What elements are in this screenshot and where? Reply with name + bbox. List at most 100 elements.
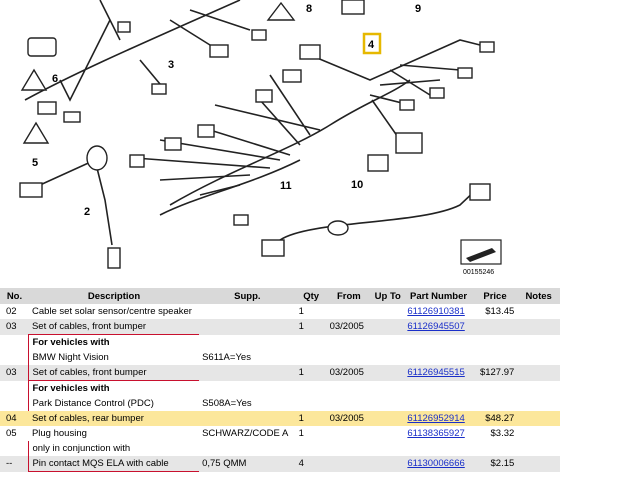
- cell-no: [0, 396, 29, 411]
- col-description: Description: [28, 288, 200, 304]
- parts-diagram: 2 3 4 5 6 8 9 10 11 00155246: [19, 0, 502, 276]
- connector: [395, 132, 423, 154]
- part-number-link[interactable]: 61126910381: [407, 306, 465, 317]
- cell-qty: 1: [295, 365, 327, 381]
- connector: [209, 44, 229, 58]
- connector: [255, 89, 273, 103]
- cell-notes: [517, 441, 560, 456]
- cell-supp: [199, 304, 296, 319]
- cell-supp: 0,75 QMM: [199, 456, 296, 472]
- cell-no: 04: [0, 411, 29, 426]
- cell-desc: BMW Night Vision: [28, 350, 200, 365]
- col-from: From: [326, 288, 372, 304]
- cell-upto: [371, 426, 404, 441]
- cell-from: 03/2005: [326, 365, 372, 381]
- connector: [117, 21, 131, 33]
- cell-qty: 4: [295, 456, 327, 472]
- part-number-link[interactable]: 61126945515: [407, 367, 465, 379]
- cell-upto: [371, 335, 404, 351]
- connector: [341, 0, 365, 15]
- cell-no: 03: [0, 319, 29, 335]
- connector: [429, 87, 445, 99]
- cell-qty: 1: [295, 319, 327, 335]
- cell-no: [0, 381, 29, 397]
- table-header-row: No. Description Supp. Qty From Up To Par…: [0, 288, 560, 304]
- cell-from: [327, 426, 372, 441]
- cell-pn: [404, 335, 472, 351]
- table-row: For vehicles with: [0, 334, 560, 351]
- connector: [37, 101, 57, 115]
- cell-notes: [517, 396, 560, 411]
- cell-price: [473, 396, 518, 411]
- col-price: Price: [472, 288, 518, 304]
- cell-qty: [296, 350, 327, 365]
- cell-upto: [371, 381, 404, 397]
- grommet: [327, 220, 349, 236]
- cell-upto: [371, 365, 405, 381]
- cell-pn[interactable]: 61130006666: [404, 456, 473, 472]
- connector: [299, 44, 321, 60]
- cell-upto: [371, 441, 404, 456]
- part-number-link[interactable]: 61126945507: [407, 321, 465, 333]
- cell-desc: Set of cables, front bumper: [28, 365, 200, 381]
- cell-upto: [371, 411, 405, 426]
- cell-no: 03: [0, 365, 29, 381]
- connector: [479, 41, 495, 53]
- cell-pn[interactable]: 61126945515: [404, 365, 473, 381]
- cell-notes: [517, 335, 560, 351]
- cell-price: $2.15: [472, 456, 518, 472]
- connector: [367, 154, 389, 172]
- cell-notes: [517, 365, 560, 381]
- connector: [197, 124, 215, 138]
- cell-price: [473, 350, 518, 365]
- cell-notes: [517, 381, 560, 397]
- cell-price: [473, 381, 518, 397]
- cell-qty: [296, 441, 327, 456]
- connector: [151, 83, 167, 95]
- cell-from: [327, 335, 372, 351]
- cell-supp: S508A=Yes: [202, 398, 252, 409]
- part-number-link[interactable]: 61126952914: [407, 413, 465, 424]
- cell-from: [327, 441, 372, 456]
- table-row: Park Distance Control (PDC)S508A=Yes: [0, 396, 560, 411]
- connector: [129, 154, 145, 168]
- cell-qty: [296, 396, 327, 411]
- cell-no: [0, 350, 29, 365]
- cell-upto: [371, 396, 404, 411]
- connector: [233, 214, 249, 226]
- connector: [457, 67, 473, 79]
- cell-qty: 1: [298, 428, 304, 439]
- cell-desc: For vehicles with: [28, 380, 200, 396]
- connector: [282, 69, 302, 83]
- cell-notes: [517, 411, 560, 426]
- cell-from: 03/2005: [326, 319, 372, 335]
- part-number-link[interactable]: 61130006666: [407, 458, 465, 470]
- cell-supp: [199, 319, 296, 335]
- cell-price: $13.45: [485, 306, 515, 317]
- cell-desc: Plug housing: [31, 428, 87, 439]
- warning-sign-icon: [266, 1, 296, 21]
- cell-no: --: [0, 456, 29, 472]
- cell-pn[interactable]: 61126910381: [404, 304, 472, 319]
- part-number-link[interactable]: 61138365927: [407, 428, 465, 439]
- cell-supp: [199, 335, 296, 351]
- cell-qty: 1: [298, 306, 304, 317]
- cell-from: [327, 381, 372, 397]
- cell-desc: Set of cables, front bumper: [28, 319, 200, 335]
- cell-qty: [296, 335, 327, 351]
- callout-8: 8: [306, 3, 312, 15]
- cell-desc: Cable set solar sensor/centre speaker: [31, 306, 192, 317]
- col-no: No.: [0, 288, 29, 304]
- cell-pn[interactable]: 61126952914: [404, 411, 473, 426]
- grommet: [86, 145, 108, 171]
- cell-pn[interactable]: 61138365927: [404, 426, 472, 441]
- callout-4: 4: [368, 39, 375, 51]
- connector: [261, 239, 285, 257]
- cell-price: $3.32: [490, 428, 515, 439]
- cell-pn[interactable]: 61126945507: [404, 319, 473, 335]
- col-part-number: Part Number: [404, 288, 473, 304]
- col-notes: Notes: [517, 288, 560, 304]
- connector: [164, 137, 182, 151]
- cell-no: [0, 335, 29, 351]
